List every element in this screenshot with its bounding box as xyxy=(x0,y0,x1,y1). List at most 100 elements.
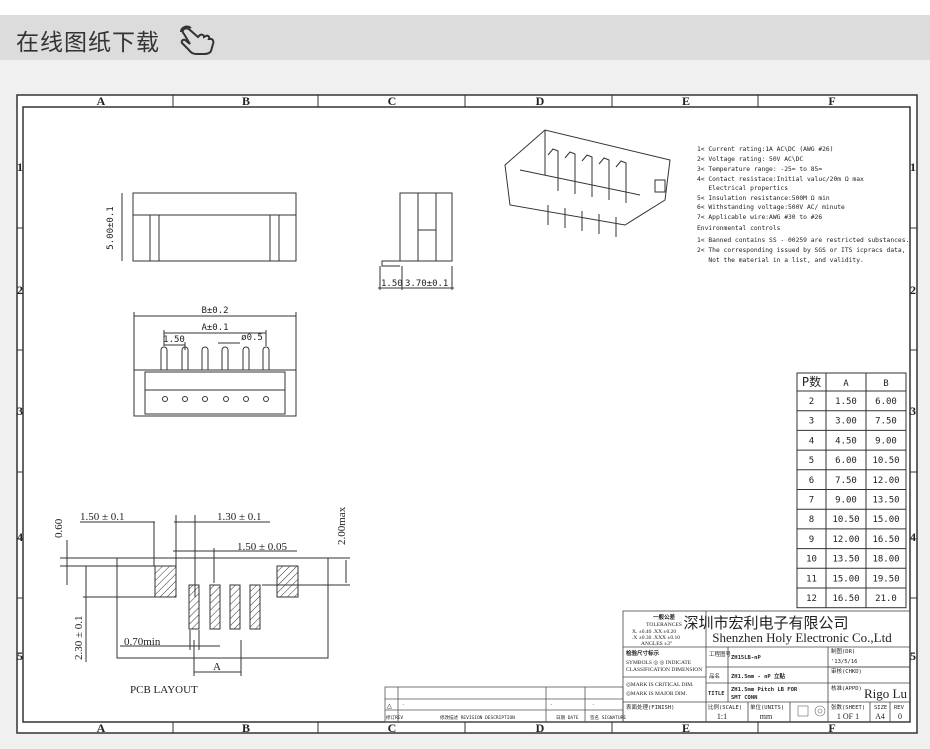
top-view xyxy=(133,312,297,417)
end-view xyxy=(378,192,454,290)
note: 2< Voltage rating: 50V AC\DC xyxy=(697,156,803,163)
table-cell: 2 xyxy=(809,397,814,407)
units: mm xyxy=(760,712,773,721)
note: 4< Contact resistace:Initial valuc/20m Ω… xyxy=(697,176,864,183)
tol-line: .X ±0.30 .XXX ±0.10 xyxy=(632,635,680,641)
frame-dividers xyxy=(17,95,917,733)
pcb-dim: 1.50 ± 0.05 xyxy=(237,541,288,553)
pcb-pad xyxy=(209,584,221,630)
approved-by: Rigo Lu xyxy=(864,686,907,701)
rev-col: 修改描述 REVISION DESCRIPTION xyxy=(440,714,515,721)
approved-label: 核准(APPD) xyxy=(831,684,862,692)
col-label: D xyxy=(536,94,545,108)
download-header[interactable]: 在线图纸下载 xyxy=(0,15,930,60)
table-cell: 5 xyxy=(809,456,814,466)
row-label: 2 xyxy=(910,283,916,297)
top-pitch: 1.50 xyxy=(163,335,185,345)
rev-col: 日期 DATE xyxy=(556,715,579,721)
finish-label: 表面处理(FINISH) xyxy=(626,703,675,711)
table-cell: 6 xyxy=(809,476,814,486)
col-label: C xyxy=(388,721,397,735)
pcb-pad xyxy=(188,584,200,630)
side-height-dim: 5.00±0.1 xyxy=(106,206,116,249)
note: 5< Insulation resistance:500M Ω min xyxy=(697,195,830,202)
row-label: 3 xyxy=(17,404,23,418)
table-cell: 15.00 xyxy=(872,515,899,525)
table-cell: 16.50 xyxy=(832,594,859,604)
top-pin-dia: ø0.5 xyxy=(241,333,263,343)
row-label: 4 xyxy=(910,530,916,544)
col-label: A xyxy=(97,94,106,108)
title-label: TITLE xyxy=(708,691,725,697)
top-dim-b: B±0.2 xyxy=(201,306,228,316)
table-cell: 11 xyxy=(806,574,817,584)
table-cell: 1.50 xyxy=(835,397,857,407)
scale-label: 比例(SCALE) xyxy=(708,703,742,711)
tol-line: ANGLES ±3° xyxy=(641,640,672,647)
table-cell: 19.50 xyxy=(872,574,899,584)
pcb-pad xyxy=(154,565,177,598)
rev-col: 修订REV xyxy=(386,714,403,721)
note: 6< Withstanding voltage:500V AC/ minute xyxy=(697,204,845,211)
top-dim-a: A±0.1 xyxy=(201,323,228,333)
table-cell: 8 xyxy=(809,515,814,525)
title-line: SMT CONN xyxy=(731,695,758,701)
tol-sub: TOLERANCES xyxy=(646,622,682,628)
col-label: B xyxy=(242,721,250,735)
table-cell: 10 xyxy=(806,555,817,565)
row-label: 1 xyxy=(910,160,916,174)
col-label: B xyxy=(242,94,250,108)
table-cell: 16.50 xyxy=(872,535,899,545)
note: Environmental controls xyxy=(697,225,781,232)
drawn-label: 制图(DR) xyxy=(831,647,855,655)
table-cell: 3 xyxy=(809,417,814,427)
pcb-caption: PCB LAYOUT xyxy=(130,684,198,696)
pcb-dim: 0.60 xyxy=(53,518,65,538)
table-cell: 9.00 xyxy=(835,496,857,506)
note: Electrical propertics xyxy=(697,185,788,192)
pcb-pad xyxy=(229,584,241,630)
table-cell: 21.0 xyxy=(875,594,897,604)
table-cell: 12.00 xyxy=(872,476,899,486)
company-en: Shenzhen Holy Electronic Co.,Ltd xyxy=(712,630,892,645)
row-label: 5 xyxy=(910,649,916,663)
table-cell: 18.00 xyxy=(872,555,899,565)
col-label: D xyxy=(536,721,545,735)
row-label: 4 xyxy=(17,530,23,544)
rev-col: 签名 SIGNATURE xyxy=(590,714,626,721)
table-border xyxy=(796,372,907,609)
row-label: 5 xyxy=(17,649,23,663)
sheet: 1 OF 1 xyxy=(837,712,859,721)
row-label: 1 xyxy=(17,160,23,174)
drawing-no: ZH15LB-nP xyxy=(731,655,761,661)
end-dim-left: 1.50 xyxy=(381,279,403,289)
col-label: C xyxy=(388,94,397,108)
note: 1< Current rating:1A AC\DC (AWG #26) xyxy=(697,146,833,153)
pcb-dim: A xyxy=(213,661,221,673)
mark-line: ◎MARK IS MAJOR DIM. xyxy=(626,691,688,697)
inspect-title: 检验尺寸标示 xyxy=(626,649,660,657)
pcb-dim: 2.00max xyxy=(336,506,348,545)
units-label: 单位(UNITS) xyxy=(750,703,784,711)
note: 3< Temperature range: -25= to 85= xyxy=(697,166,822,173)
pcb-dim: 0.70min xyxy=(124,636,161,648)
rev-entry: - xyxy=(550,703,553,708)
row-label: 3 xyxy=(910,404,916,418)
rev-entry: - xyxy=(592,703,595,708)
title-block xyxy=(622,610,911,723)
note: 1< Banned contains SS - 00259 are restri… xyxy=(697,237,909,244)
warning-triangle-icon: △ xyxy=(387,701,392,710)
notes: 1< Current rating:1A AC\DC (AWG #26) 2< … xyxy=(697,146,909,264)
note: 7< Applicable wire:AWG #30 to #26 xyxy=(697,214,822,221)
rev-entry: - xyxy=(402,703,405,708)
table-cell: 12 xyxy=(806,594,817,604)
table-header: A xyxy=(843,379,849,389)
sheet-label: 张数(SHEET) xyxy=(831,703,865,711)
table-cell: 7.50 xyxy=(835,476,857,486)
header-title: 在线图纸下载 xyxy=(16,30,160,56)
col-label: F xyxy=(828,94,835,108)
pcb-pads xyxy=(154,565,299,630)
top-strip xyxy=(0,0,930,15)
